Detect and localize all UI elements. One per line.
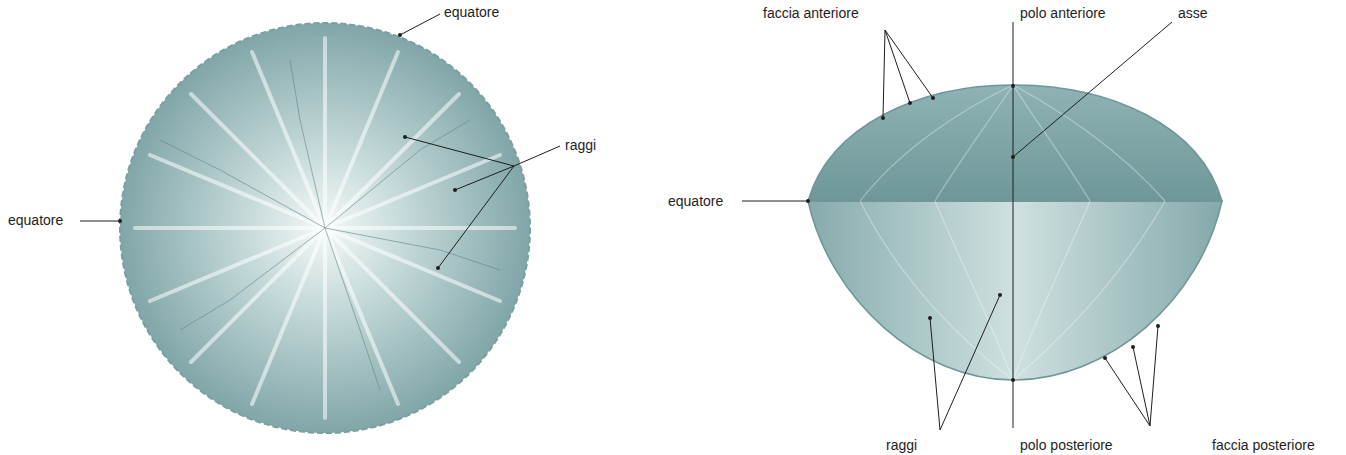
lens-front-view (120, 23, 530, 433)
leader-lines (80, 14, 1172, 430)
part-label: raggi (886, 437, 917, 453)
leader-dots (118, 33, 1160, 382)
part-label: equatore (444, 4, 499, 20)
part-label: equatore (8, 212, 63, 228)
lens-sutures (160, 60, 500, 390)
lens-anterior-face (808, 85, 1222, 201)
part-label: faccia anteriore (763, 5, 859, 21)
lens-posterior-face (808, 201, 1222, 380)
part-label: asse (1178, 5, 1208, 21)
part-label: polo posteriore (1020, 437, 1113, 453)
lens-rays (135, 38, 515, 418)
part-label: polo anteriore (1020, 5, 1106, 21)
part-label: raggi (565, 137, 596, 153)
part-label: equatore (668, 193, 723, 209)
part-label: faccia posteriore (1212, 437, 1315, 453)
